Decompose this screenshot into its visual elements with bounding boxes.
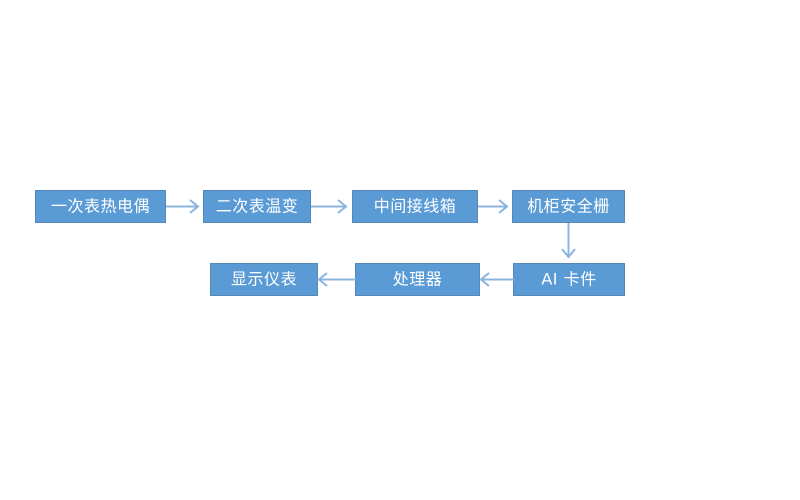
node-display-instrument[interactable]: 显示仪表 — [210, 263, 318, 296]
arrow-processor-to-display — [317, 269, 356, 290]
node-label: 处理器 — [392, 269, 443, 288]
arrow-junction-box-to-safety-barrier — [478, 196, 514, 217]
node-label: 二次表温变 — [215, 196, 299, 215]
arrow-safety-barrier-to-ai-card — [558, 223, 579, 264]
node-processor[interactable]: 处理器 — [355, 263, 480, 296]
node-cabinet-safety-barrier[interactable]: 机柜安全栅 — [512, 190, 625, 223]
node-label: 一次表热电偶 — [50, 196, 150, 215]
arrow-ai-card-to-processor — [479, 269, 514, 290]
node-secondary-transmitter[interactable]: 二次表温变 — [203, 190, 311, 223]
node-ai-card[interactable]: AI 卡件 — [513, 263, 625, 296]
node-label: AI 卡件 — [541, 269, 597, 288]
node-label: 中间接线箱 — [373, 196, 457, 215]
node-label: 显示仪表 — [230, 269, 297, 288]
node-label: 机柜安全栅 — [527, 196, 610, 215]
arrow-transmitter-to-junction-box — [311, 196, 353, 217]
node-primary-thermocouple[interactable]: 一次表热电偶 — [35, 190, 166, 223]
node-junction-box[interactable]: 中间接线箱 — [352, 190, 478, 223]
arrow-thermocouple-to-transmitter — [166, 196, 204, 217]
